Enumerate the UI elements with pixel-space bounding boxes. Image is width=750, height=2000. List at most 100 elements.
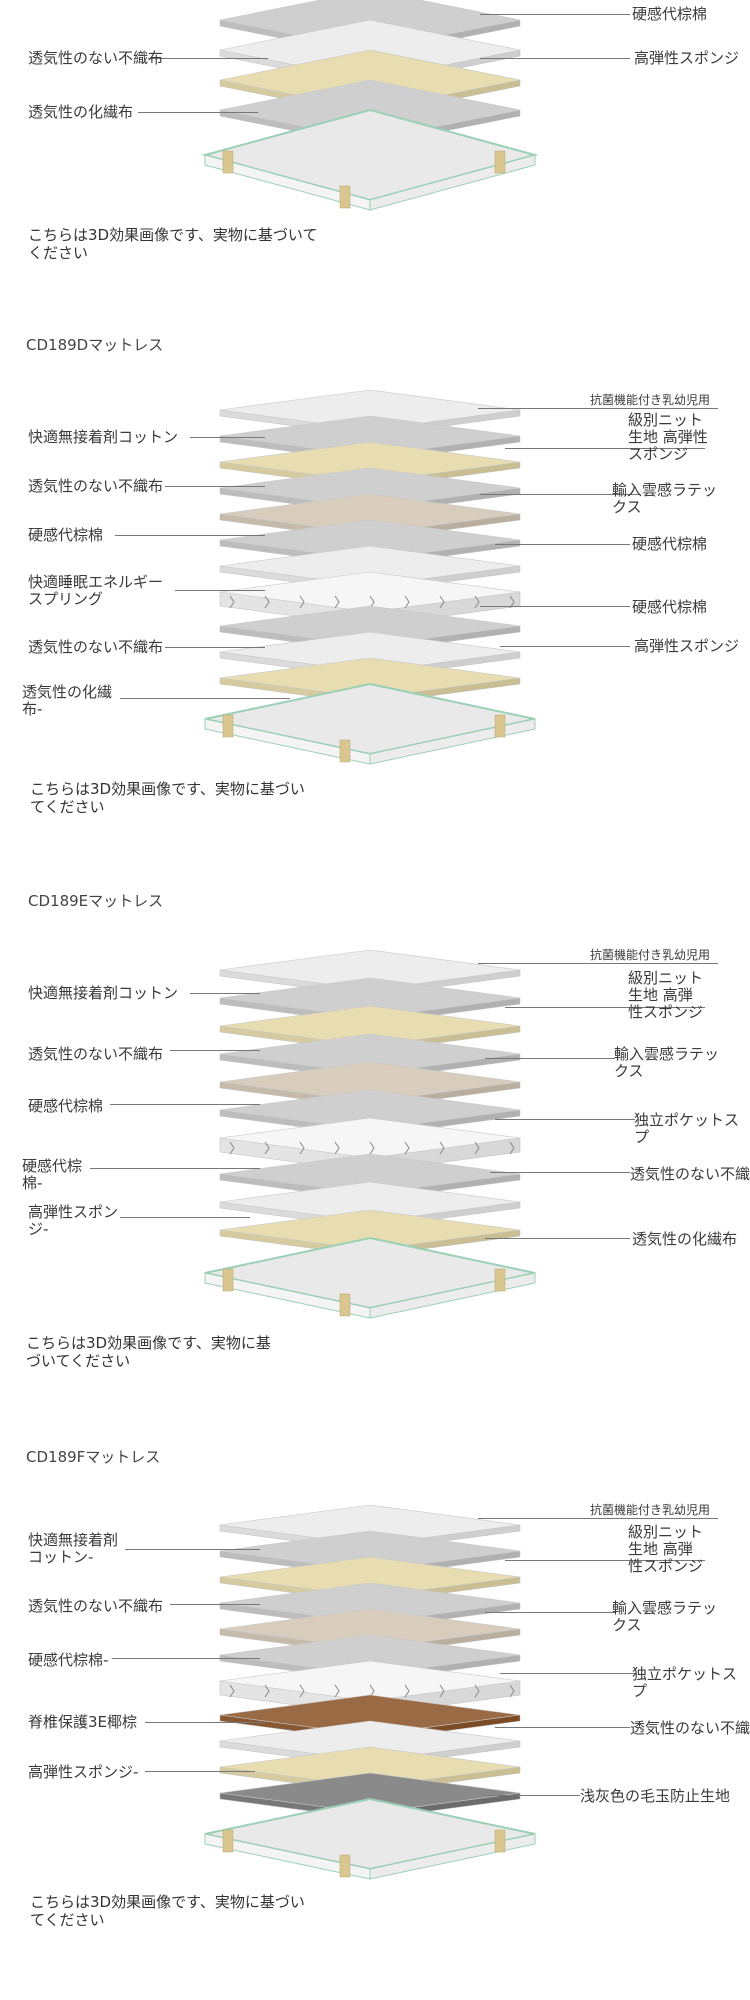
leader-line <box>125 1549 260 1550</box>
spring-coil <box>264 595 270 609</box>
corner-post <box>222 714 234 738</box>
corner-post <box>494 714 506 738</box>
layer-stack-f <box>204 1504 536 1880</box>
base-frame <box>204 1236 536 1310</box>
mattress-diagram-f <box>0 1485 750 1885</box>
layer-label: 透気性のない不織布 <box>28 1045 164 1063</box>
layer-label: 級別ニット 生地 高弾性 スポンジ <box>628 411 708 463</box>
mattress-diagram-e <box>0 930 750 1330</box>
leader-line <box>165 647 265 648</box>
spring-coil <box>509 1141 515 1155</box>
base-frame-side <box>369 718 536 765</box>
spring-coil <box>369 1141 375 1155</box>
leader-line <box>170 1050 260 1051</box>
spring-coil <box>439 1684 445 1698</box>
spring-coil <box>334 595 340 609</box>
base-frame-side <box>369 154 536 211</box>
leader-line <box>505 448 705 449</box>
base-frame <box>201 108 539 202</box>
layer-label: 級別ニット 生地 高弾 性スポンジ <box>628 969 704 1021</box>
disclaimer-note: こちらは3D効果画像です、実物に基 づいてください <box>26 1334 271 1370</box>
spring-coil <box>229 1684 235 1698</box>
spring-coil <box>299 1684 305 1698</box>
leader-line <box>120 698 290 699</box>
layer-label: 快適睡眠エネルギー スプリング <box>28 573 164 608</box>
corner-post <box>494 150 506 174</box>
leader-line <box>485 1058 615 1059</box>
spring-coil <box>299 1141 305 1155</box>
layer-label: 硬感代棕棉 <box>632 598 708 616</box>
layer-label: 独立ポケットスプ <box>634 1111 740 1146</box>
leader-line <box>478 408 718 409</box>
layer-label: 快適無接着剤コットン <box>28 984 179 1002</box>
leader-line <box>480 494 640 495</box>
leader-line <box>112 1658 260 1659</box>
leader-line <box>485 1238 630 1239</box>
leader-line <box>480 14 630 15</box>
leader-line <box>138 112 258 113</box>
layer-label: 透気性のない不織 <box>630 1165 750 1183</box>
corner-post <box>339 739 351 763</box>
disclaimer-note: こちらは3D効果画像です、実物に基づい てください <box>30 780 305 816</box>
corner-post <box>494 1268 506 1292</box>
layer-label: 透気性の化繊布 <box>28 103 134 121</box>
corner-post <box>494 1829 506 1853</box>
base-frame <box>204 682 536 756</box>
corner-post <box>339 185 351 209</box>
spring-coil <box>229 1141 235 1155</box>
leader-line <box>175 590 265 591</box>
layer-label: 抗菌機能付き乳幼児用 <box>590 948 711 962</box>
spring-coil <box>474 1141 480 1155</box>
leader-line <box>165 486 265 487</box>
leader-line <box>90 1168 260 1169</box>
layer-label: 快適無接着剤 コットン- <box>28 1531 119 1566</box>
layer-label: 高弾性スポンジ- <box>28 1763 139 1781</box>
layer-label: 独立ポケットスプ <box>632 1665 738 1700</box>
leader-line <box>110 1104 260 1105</box>
layer-label: 輸入雲感ラテッ クス <box>614 1045 720 1080</box>
layer-label: 高弾性スポン ジ- <box>28 1203 119 1238</box>
layer-label: 高弾性スポンジ <box>634 49 740 67</box>
corner-post <box>339 1854 351 1878</box>
layer-label: 抗菌機能付き乳幼児用 <box>590 393 711 407</box>
section-title: CD189Eマットレス <box>28 892 164 910</box>
layer-label: 硬感代棕 棉- <box>22 1157 83 1192</box>
spring-coil <box>229 595 235 609</box>
layer-label: 透気性の化繊 布- <box>22 683 113 718</box>
leader-line <box>495 1727 630 1728</box>
leader-line <box>480 58 630 59</box>
leader-line <box>485 1612 615 1613</box>
layer-label: 透気性の化繊布 <box>632 1230 738 1248</box>
leader-line <box>480 606 630 607</box>
layer-stack-a <box>201 0 539 211</box>
layer-label: 抗菌機能付き乳幼児用 <box>590 1503 711 1517</box>
spring-coil <box>264 1684 270 1698</box>
spring-coil <box>404 1141 410 1155</box>
layer-label: 浅灰色の毛玉防止生地 <box>580 1787 731 1805</box>
layer-label: 硬感代棕棉 <box>632 5 708 23</box>
section-title: CD189Fマットレス <box>26 1448 161 1466</box>
leader-line <box>478 1518 718 1519</box>
base-frame <box>204 1797 536 1871</box>
base-frame-side <box>369 1272 536 1319</box>
disclaimer-note: こちらは3D効果画像です、実物に基づい てください <box>30 1893 305 1929</box>
layer-label: 透気性のない不織 <box>630 1719 750 1737</box>
layer-label: 級別ニット 生地 高弾 性スポンジ <box>628 1523 704 1575</box>
spring-coil <box>404 1684 410 1698</box>
leader-line <box>148 58 268 59</box>
spring-coil <box>474 1684 480 1698</box>
spring-coil <box>474 595 480 609</box>
layer-label: 透気性のない不織布 <box>28 1597 164 1615</box>
spring-coil <box>299 595 305 609</box>
leader-line <box>490 1172 630 1173</box>
spring-coil <box>509 1684 515 1698</box>
spring-coil <box>439 595 445 609</box>
layer-stack-e <box>204 949 536 1319</box>
leader-line <box>115 535 265 536</box>
corner-post <box>222 1268 234 1292</box>
layer-label: 輸入雲感ラテッ クス <box>612 481 718 516</box>
leader-line <box>490 1795 580 1796</box>
leader-line <box>145 1771 255 1772</box>
corner-post <box>222 150 234 174</box>
leader-line <box>500 646 630 647</box>
